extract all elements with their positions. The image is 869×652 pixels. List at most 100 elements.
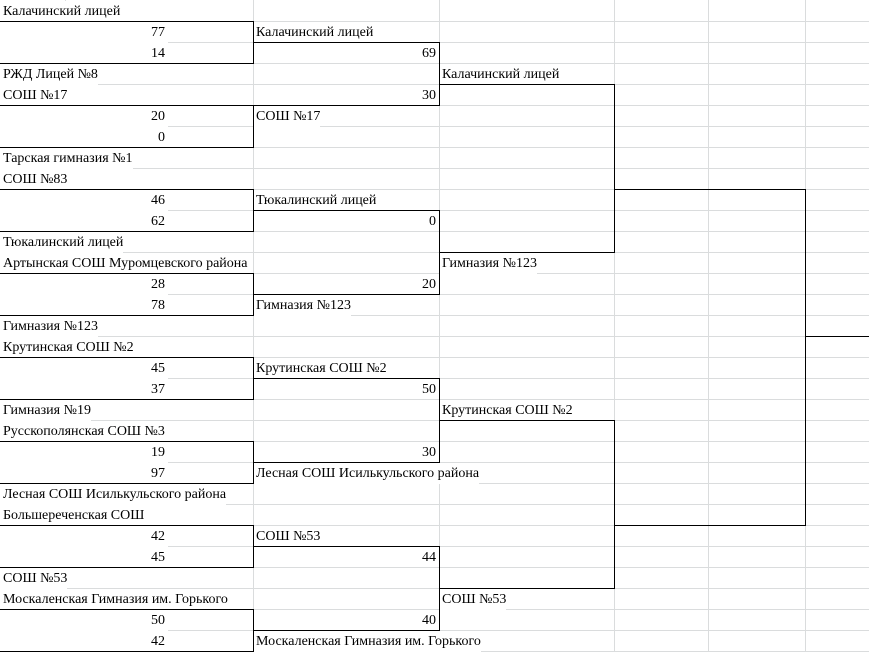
gridline (0, 504, 869, 505)
score-cell[interactable]: 46 (0, 190, 168, 211)
bracket-line (0, 525, 254, 526)
gridline (0, 147, 869, 148)
score-cell[interactable]: 77 (0, 22, 168, 43)
bracket-line (0, 441, 254, 442)
team-cell[interactable]: Крутинская СОШ №2 (0, 337, 134, 358)
winner-cell[interactable]: Гимназия №123 (253, 295, 351, 316)
bracket-line (805, 189, 806, 526)
team-cell[interactable]: СОШ №83 (0, 169, 68, 190)
winner-cell[interactable]: Крутинская СОШ №2 (439, 400, 573, 421)
score-cell[interactable]: 28 (0, 274, 168, 295)
score-cell[interactable]: 44 (422, 550, 436, 565)
score-cell[interactable]: 50 (0, 610, 168, 631)
score-cell[interactable]: 20 (422, 277, 436, 292)
bracket-line (439, 42, 440, 106)
score-cell[interactable]: 78 (0, 295, 168, 316)
score-cell[interactable]: 62 (0, 211, 168, 232)
gridline (0, 441, 869, 442)
bracket-line (439, 588, 615, 589)
gridline (0, 273, 869, 274)
bracket-line (439, 84, 615, 85)
winner-cell[interactable]: Тюкалинский лицей (253, 190, 377, 211)
bracket-line (0, 399, 254, 400)
gridline (0, 525, 869, 526)
score-cell[interactable]: 14 (0, 43, 168, 64)
score-cell[interactable]: 45 (0, 547, 168, 568)
winner-cell[interactable]: Москаленская Гимназия им. Горького (253, 631, 481, 652)
score-cell[interactable]: 20 (0, 106, 168, 127)
gridline (0, 609, 869, 610)
gridline (0, 336, 869, 337)
winner-cell[interactable]: СОШ №53 (253, 526, 321, 547)
gridline (0, 420, 869, 421)
bracket-line (0, 63, 254, 64)
team-cell[interactable]: Артынская СОШ Муромцевского района (0, 253, 248, 274)
gridline (0, 357, 869, 358)
gridline (0, 168, 869, 169)
gridline (253, 0, 254, 652)
team-cell[interactable]: Русскополянская СОШ №3 (0, 421, 165, 442)
bracket-line (0, 105, 254, 106)
winner-cell[interactable]: Гимназия №123 (439, 253, 537, 274)
score-cell[interactable]: 45 (0, 358, 168, 379)
winner-cell[interactable]: СОШ №53 (439, 589, 507, 610)
team-cell[interactable]: Тюкалинский лицей (0, 232, 124, 253)
gridline (0, 84, 869, 85)
score-cell[interactable]: 50 (422, 382, 436, 397)
team-cell[interactable]: СОШ №53 (0, 568, 68, 589)
team-cell[interactable]: Лесная СОШ Исилькульского района (0, 484, 227, 505)
team-cell[interactable]: Калачинский лицей (0, 1, 121, 22)
team-cell[interactable]: Москаленская Гимназия им. Горького (0, 589, 228, 610)
bracket-line (253, 210, 440, 211)
score-cell[interactable]: 69 (422, 46, 436, 61)
bracket-line (0, 357, 254, 358)
bracket-line (253, 462, 440, 463)
bracket-line (253, 105, 440, 106)
winner-cell[interactable]: Лесная СОШ Исилькульского района (253, 463, 480, 484)
score-cell[interactable]: 0 (0, 127, 168, 148)
score-cell[interactable]: 19 (0, 442, 168, 463)
bracket-line (0, 147, 254, 148)
score-cell[interactable]: 42 (0, 631, 168, 652)
bracket-line (0, 567, 254, 568)
score-cell[interactable]: 30 (422, 445, 436, 460)
team-cell[interactable]: СОШ №17 (0, 85, 68, 106)
gridline (0, 567, 869, 568)
winner-cell[interactable]: Калачинский лицей (253, 22, 374, 43)
bracket-line (253, 546, 440, 547)
score-cell[interactable]: 37 (0, 379, 168, 400)
bracket-line (614, 525, 806, 526)
team-cell[interactable]: Тарская гимназия №1 (0, 148, 133, 169)
bracket-line (614, 84, 615, 253)
bracket-line (439, 420, 615, 421)
bracket-line (0, 483, 254, 484)
gridline (0, 252, 869, 253)
gridline (0, 126, 869, 127)
gridline (0, 231, 869, 232)
score-cell[interactable]: 97 (0, 463, 168, 484)
gridline (0, 189, 869, 190)
winner-cell[interactable]: Калачинский лицей (439, 64, 560, 85)
bracket-line (253, 294, 440, 295)
score-cell[interactable]: 40 (422, 613, 436, 628)
team-cell[interactable]: Гимназия №19 (0, 400, 91, 421)
gridline (0, 63, 869, 64)
gridline (614, 0, 615, 652)
team-cell[interactable]: Большереченская СОШ (0, 505, 145, 526)
score-cell[interactable]: 42 (0, 526, 168, 547)
bracket-line (0, 21, 254, 22)
winner-cell[interactable]: Крутинская СОШ №2 (253, 358, 387, 379)
bracket-line (805, 336, 869, 337)
bracket-line (0, 315, 254, 316)
gridline (0, 588, 869, 589)
score-cell[interactable]: 0 (429, 214, 436, 229)
score-cell[interactable]: 30 (422, 88, 436, 103)
bracket-line (614, 189, 806, 190)
bracket-line (253, 42, 440, 43)
team-cell[interactable]: Гимназия №123 (0, 316, 98, 337)
gridline (439, 0, 440, 652)
team-cell[interactable]: РЖД Лицей №8 (0, 64, 98, 85)
bracket-line (0, 231, 254, 232)
winner-cell[interactable]: СОШ №17 (253, 106, 321, 127)
